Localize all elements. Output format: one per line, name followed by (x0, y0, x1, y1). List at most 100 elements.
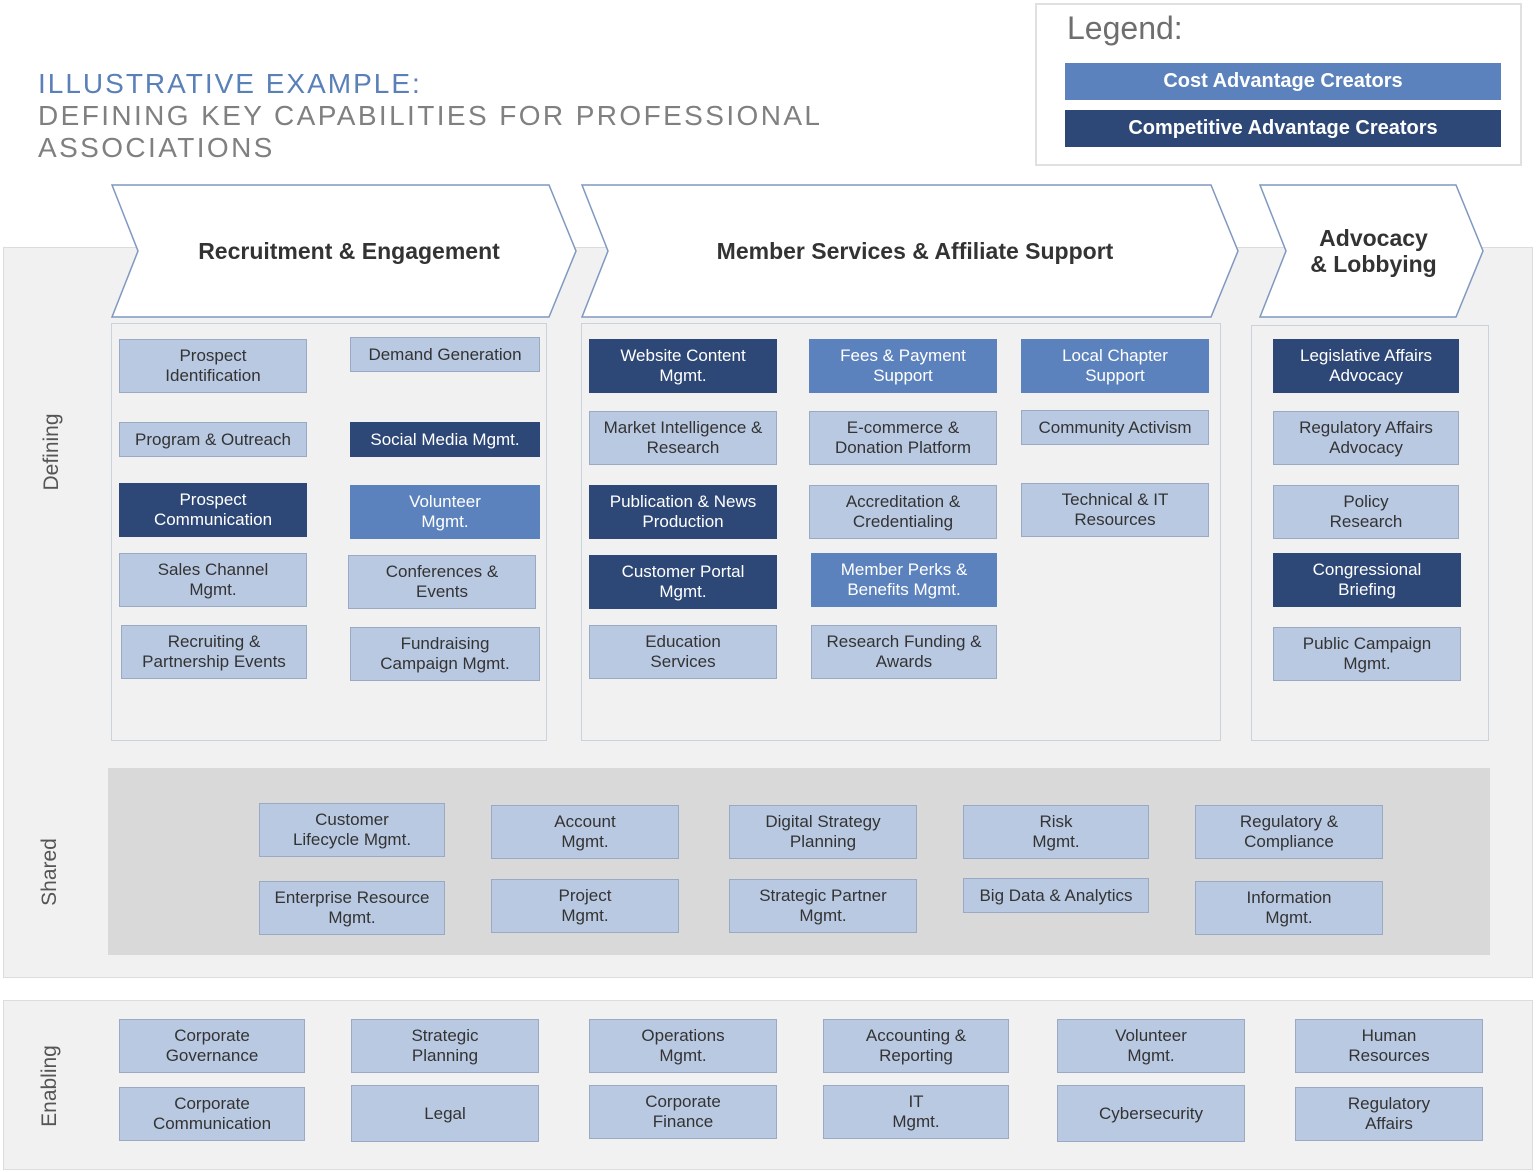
capability-label: Recruiting & Partnership Events (142, 632, 286, 671)
capability-volunteer-mgmt: Volunteer Mgmt. (350, 485, 540, 539)
capability-program-outreach: Program & Outreach (119, 422, 307, 457)
capability-research-funding: Research Funding & Awards (811, 625, 997, 679)
capability-label: Community Activism (1038, 417, 1192, 437)
capability-accreditation: Accreditation & Credentialing (809, 485, 997, 539)
capability-label: Volunteer Mgmt. (1115, 1026, 1187, 1065)
capability-label: Member Perks & Benefits Mgmt. (840, 560, 968, 599)
capability-label: Education Services (645, 632, 721, 671)
capability-community-activism: Community Activism (1021, 410, 1209, 445)
capability-digital-strategy: Digital Strategy Planning (729, 805, 917, 859)
capability-label: Volunteer Mgmt. (409, 492, 481, 531)
capability-risk-mgmt: Risk Mgmt. (963, 805, 1149, 859)
capability-technical-it: Technical & IT Resources (1021, 483, 1209, 537)
capability-local-chapter: Local Chapter Support (1021, 339, 1209, 393)
section-label-defining: Defining (40, 413, 63, 491)
capability-label: Sales Channel Mgmt. (157, 560, 269, 599)
capability-label: Risk Mgmt. (1032, 812, 1080, 851)
capability-label: Customer Portal Mgmt. (621, 562, 745, 601)
capability-label: Big Data & Analytics (979, 885, 1133, 905)
capability-recruiting-events: Recruiting & Partnership Events (121, 625, 307, 679)
capability-social-media: Social Media Mgmt. (350, 422, 540, 457)
capability-label: Strategic Planning (411, 1026, 479, 1065)
capability-label: Corporate Communication (152, 1094, 272, 1133)
capability-label: Customer Lifecycle Mgmt. (292, 810, 412, 849)
capability-label: Digital Strategy Planning (765, 812, 881, 851)
legend-cost-advantage: Cost Advantage Creators (1065, 63, 1501, 100)
capability-label: Corporate Finance (645, 1092, 721, 1131)
capability-label: Congressional Briefing (1312, 560, 1422, 599)
capability-label: Demand Generation (368, 344, 522, 364)
capability-public-campaign: Public Campaign Mgmt. (1273, 627, 1461, 681)
capability-label: Publication & News Production (609, 492, 757, 531)
capability-label: Regulatory Affairs (1347, 1094, 1431, 1133)
capability-human-resources: Human Resources (1295, 1019, 1483, 1073)
capability-policy-research: Policy Research (1273, 485, 1459, 539)
capability-it-mgmt: IT Mgmt. (823, 1085, 1009, 1139)
capability-project-mgmt: Project Mgmt. (491, 879, 679, 933)
capability-label: Cybersecurity (1099, 1103, 1203, 1123)
capability-website-content: Website Content Mgmt. (589, 339, 777, 393)
capability-information-mgmt: Information Mgmt. (1195, 881, 1383, 935)
capability-label: Social Media Mgmt. (370, 429, 520, 449)
capability-regulatory-compliance: Regulatory & Compliance (1195, 805, 1383, 859)
section-label-enabling: Enabling (38, 1045, 61, 1127)
capability-corporate-communication: Corporate Communication (119, 1087, 305, 1141)
capability-label: E-commerce & Donation Platform (834, 418, 972, 457)
capability-label: Legal (424, 1103, 466, 1123)
capability-market-intelligence: Market Intelligence & Research (589, 411, 777, 465)
capability-legal: Legal (351, 1085, 539, 1142)
capability-ecommerce: E-commerce & Donation Platform (809, 411, 997, 465)
chevron-recruitment-label: Recruitment & Engagement (198, 238, 500, 264)
capability-prospect-identification: Prospect Identification (119, 339, 307, 393)
capability-corporate-governance: Corporate Governance (119, 1019, 305, 1073)
capability-publication-news: Publication & News Production (589, 485, 777, 539)
capability-label: Program & Outreach (135, 429, 291, 449)
capability-label: Policy Research (1329, 492, 1403, 531)
legend-competitive-advantage: Competitive Advantage Creators (1065, 110, 1501, 147)
capability-label: Accreditation & Credentialing (845, 492, 961, 531)
capability-label: Fees & Payment Support (840, 346, 966, 385)
capability-fees-payment: Fees & Payment Support (809, 339, 997, 393)
chevron-advocacy-label: Advocacy & Lobbying (1310, 225, 1437, 277)
capability-label: Regulatory Affairs Advocacy (1299, 418, 1433, 457)
capability-accounting-reporting: Accounting & Reporting (823, 1019, 1009, 1073)
capability-corporate-finance: Corporate Finance (589, 1085, 777, 1139)
capability-label: Conferences & Events (385, 562, 499, 601)
chevron-recruitment: Recruitment & Engagement (111, 184, 577, 318)
capability-label: Prospect Identification (165, 346, 261, 385)
capability-enterprise-resource: Enterprise Resource Mgmt. (259, 881, 445, 935)
capability-label: Project Mgmt. (558, 886, 612, 925)
capability-account-mgmt: Account Mgmt. (491, 805, 679, 859)
capability-big-data: Big Data & Analytics (963, 878, 1149, 913)
capability-label: Corporate Governance (165, 1026, 259, 1065)
capability-legislative-affairs: Legislative Affairs Advocacy (1273, 339, 1459, 393)
section-label-shared: Shared (38, 838, 61, 906)
capability-regulatory-affairs: Regulatory Affairs (1295, 1087, 1483, 1141)
capability-education-services: Education Services (589, 625, 777, 679)
capability-label: Fundraising Campaign Mgmt. (380, 634, 510, 673)
capability-congressional-briefing: Congressional Briefing (1273, 553, 1461, 607)
capability-conferences-events: Conferences & Events (348, 555, 536, 609)
capability-sales-channel: Sales Channel Mgmt. (119, 553, 307, 607)
capability-label: Operations Mgmt. (641, 1026, 725, 1065)
legend-title: Legend: (1067, 10, 1183, 46)
chevron-member-services: Member Services & Affiliate Support (581, 184, 1239, 318)
capability-label: Enterprise Resource Mgmt. (274, 888, 430, 927)
capability-regulatory-affairs-advocacy: Regulatory Affairs Advocacy (1273, 411, 1459, 465)
capability-customer-portal: Customer Portal Mgmt. (589, 555, 777, 609)
capability-label: Human Resources (1348, 1026, 1430, 1065)
chevron-member-services-label: Member Services & Affiliate Support (716, 238, 1114, 264)
capability-fundraising: Fundraising Campaign Mgmt. (350, 627, 540, 681)
page-subtitle: ILLUSTRATIVE EXAMPLE: (38, 68, 422, 99)
capability-cybersecurity: Cybersecurity (1057, 1085, 1245, 1142)
capability-strategic-planning: Strategic Planning (351, 1019, 539, 1073)
capability-label: Market Intelligence & Research (603, 418, 763, 457)
capability-strategic-partner: Strategic Partner Mgmt. (729, 879, 917, 933)
capability-member-perks: Member Perks & Benefits Mgmt. (811, 553, 997, 607)
page-title: DEFINING KEY CAPABILITIES FOR PROFESSION… (38, 100, 822, 163)
capability-label: Accounting & Reporting (865, 1026, 967, 1065)
capability-label: Research Funding & Awards (826, 632, 982, 671)
capability-label: Regulatory & Compliance (1239, 812, 1339, 851)
capability-label: Prospect Communication (153, 490, 273, 529)
capability-customer-lifecycle: Customer Lifecycle Mgmt. (259, 803, 445, 857)
